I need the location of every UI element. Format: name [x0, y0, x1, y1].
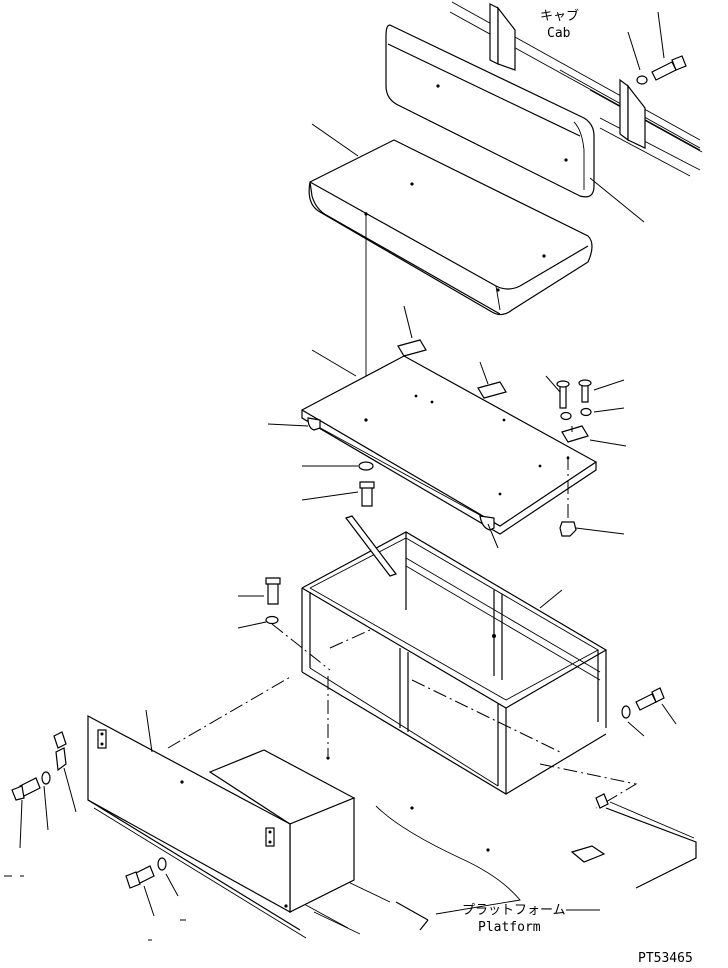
cab-bolt — [627, 11, 687, 85]
backrest-cushion — [385, 24, 645, 223]
cab-label-en: Cab — [547, 26, 571, 41]
frame-bolt-left — [237, 577, 331, 671]
cab-rail — [449, 1, 703, 177]
plate-bolts-right — [545, 375, 625, 432]
seat-frame — [301, 515, 608, 795]
plate-bolt-left — [301, 461, 375, 507]
frame-bolt-right — [621, 687, 677, 737]
cab-label-ja: キャブ — [540, 8, 579, 24]
box-bolt-bottom — [125, 857, 186, 941]
platform-label-ja: プラットフォーム — [462, 903, 566, 918]
seat-cushion — [308, 123, 593, 316]
part-code: PT53465 — [638, 951, 693, 966]
plate-nut — [559, 456, 625, 537]
tool-box — [87, 709, 356, 939]
latch-hardware — [4, 731, 77, 877]
platform-label-en: Platform — [478, 920, 541, 935]
seat-plate — [267, 305, 627, 549]
platform — [167, 675, 697, 935]
